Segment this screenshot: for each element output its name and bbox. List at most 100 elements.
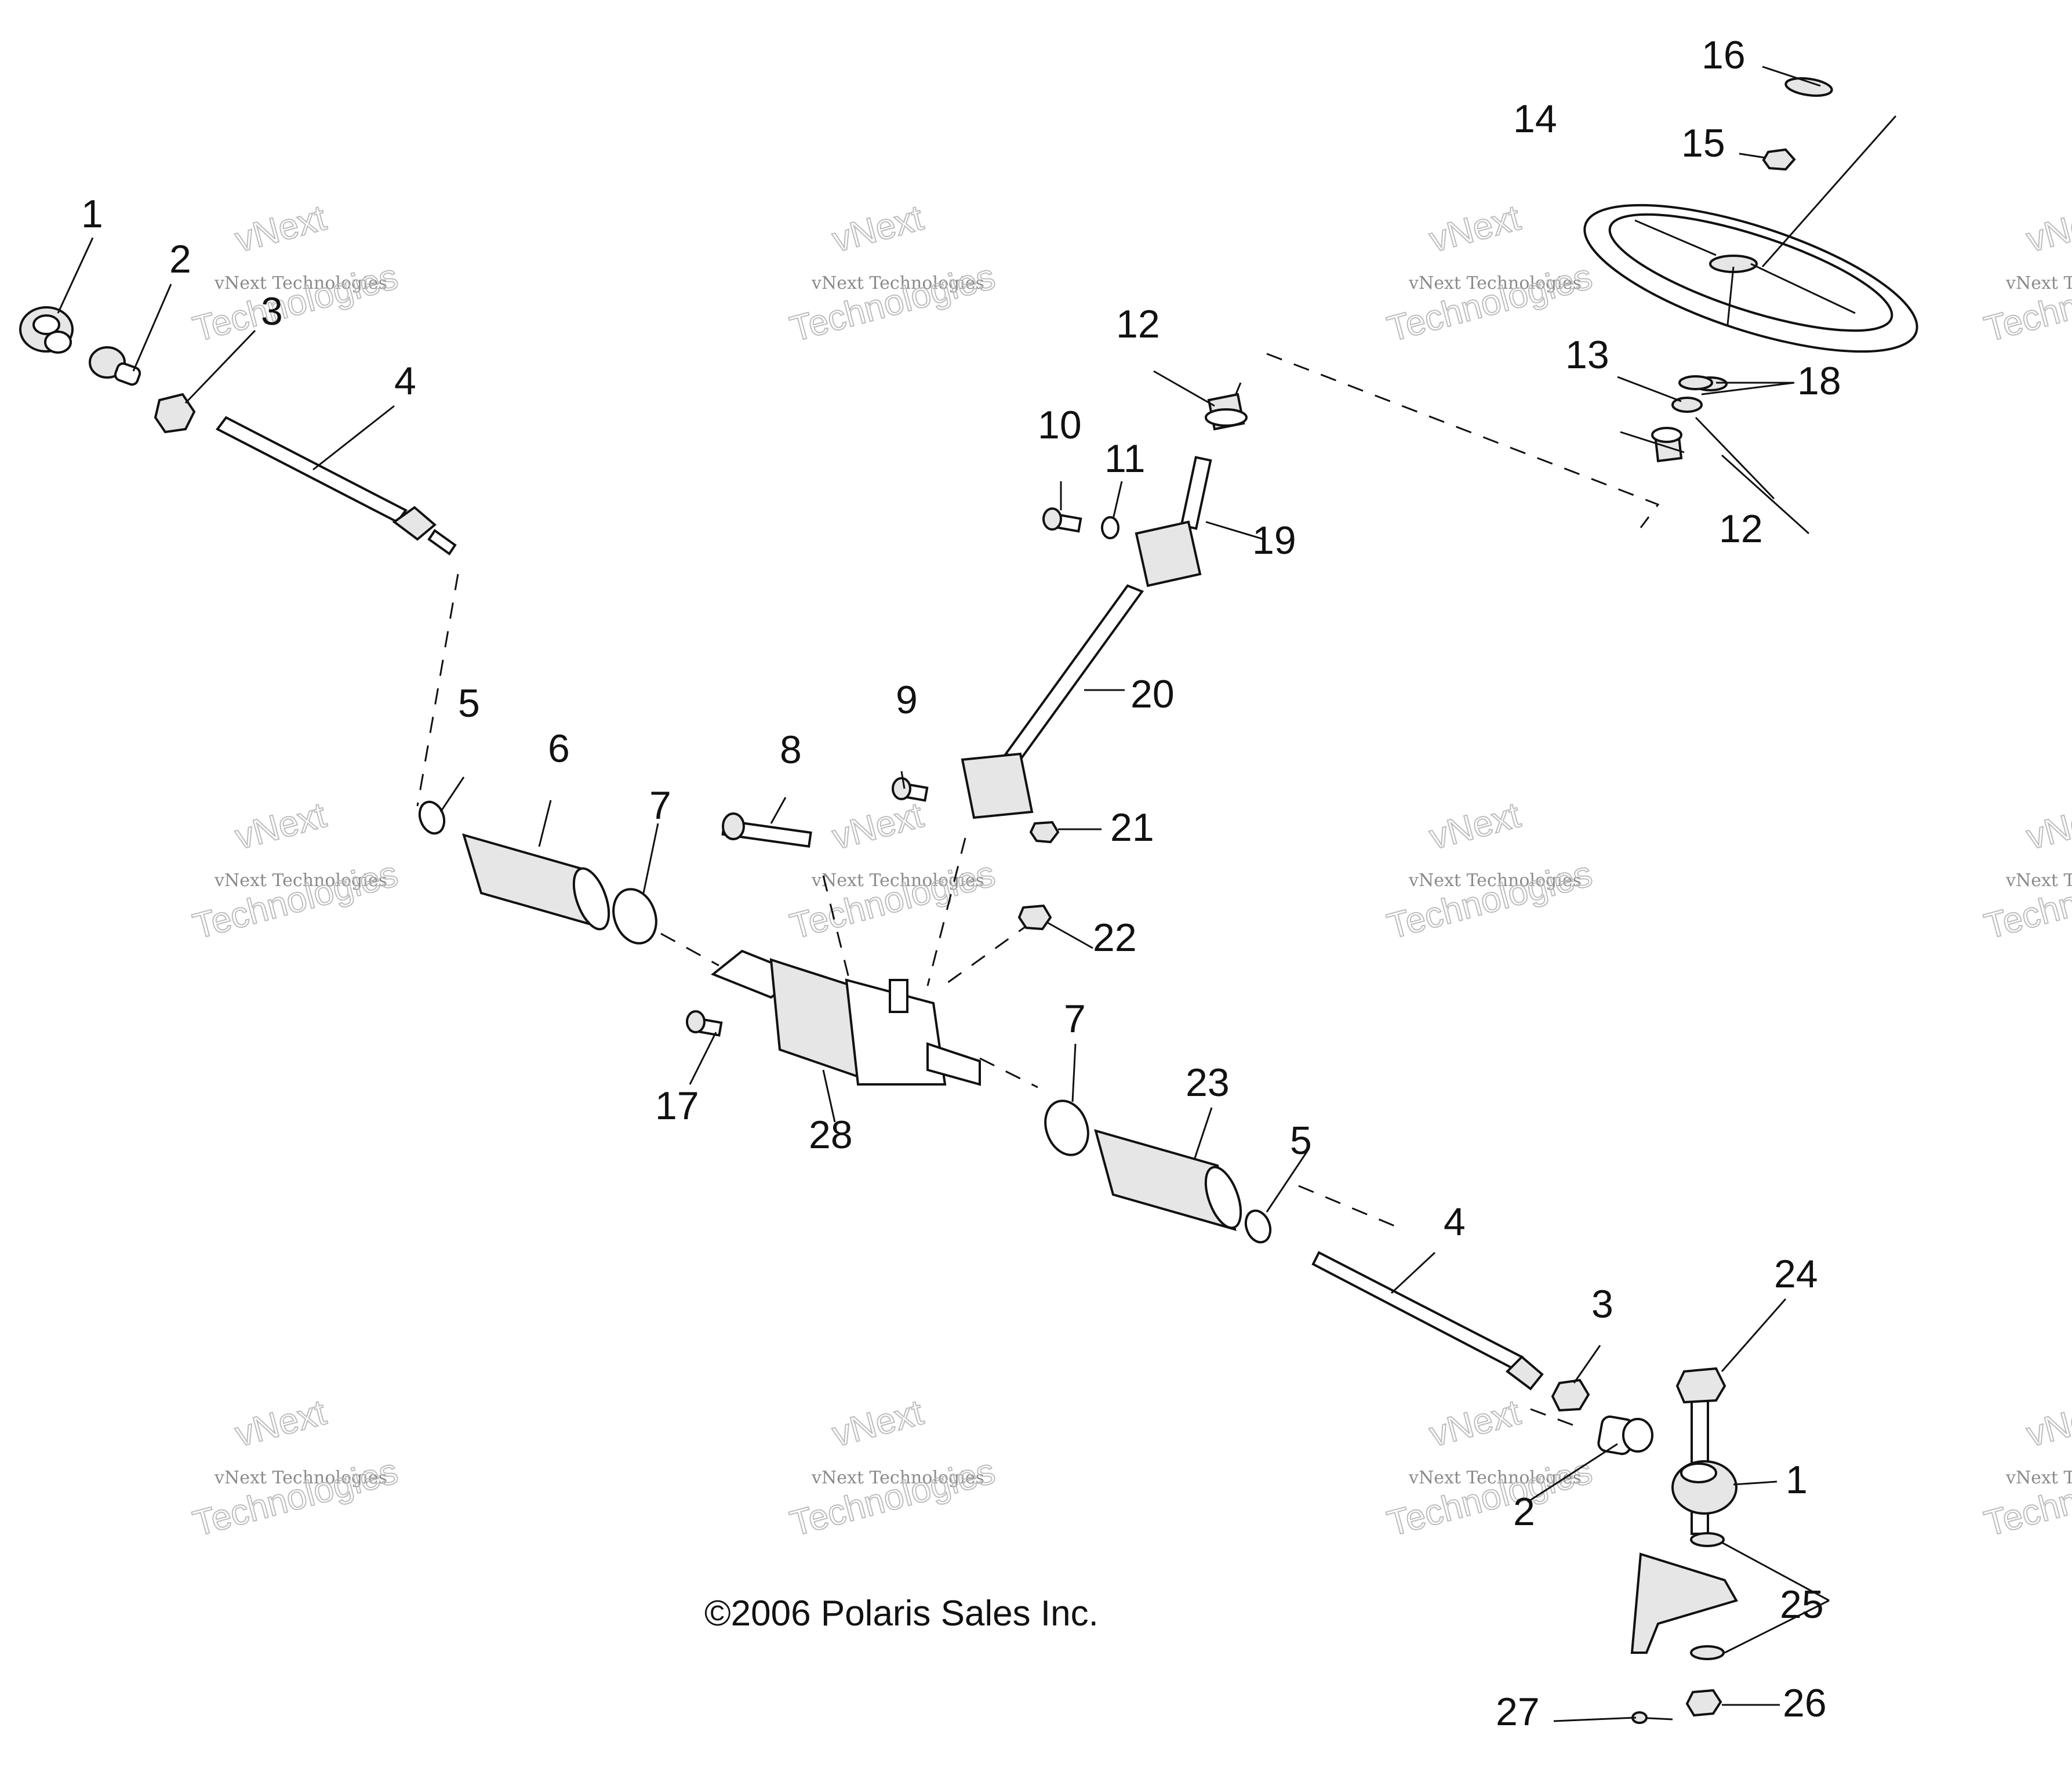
label-11: 11	[1104, 437, 1146, 481]
watermark: vNext vNext Technologies Technologies	[786, 1392, 999, 1545]
label-5-right: 5	[1290, 1119, 1312, 1163]
watermarks: vNext vNext Technologies Technologies vN…	[188, 197, 2072, 1545]
svg-text:vNext: vNext	[231, 198, 330, 260]
label-12-upper: 12	[1116, 302, 1160, 346]
part-27-cotter-pin	[1631, 1711, 1673, 1724]
part-22-nut	[1017, 904, 1052, 931]
label-22: 22	[1093, 916, 1137, 960]
label-7-left: 7	[649, 783, 671, 828]
label-3-left: 3	[261, 289, 283, 333]
part-1-right	[1671, 1460, 1737, 1515]
part-17-bolt	[686, 1010, 723, 1037]
label-18: 18	[1797, 359, 1841, 403]
watermark: vNext vNext Technologies Technologies	[1383, 1392, 1597, 1545]
svg-text:vNext: vNext	[2023, 795, 2072, 858]
part-7-right	[1044, 1099, 1089, 1156]
svg-text:Technologies: Technologies	[1980, 256, 2072, 349]
leader-lines	[57, 66, 1897, 1722]
part-9-bolt	[892, 777, 929, 802]
label-25: 25	[1780, 1583, 1824, 1627]
part-12-lower	[1651, 427, 1683, 463]
watermark: vNext vNext Technologies Technologies	[1980, 197, 2072, 350]
part-5-right	[1244, 1209, 1272, 1244]
label-9: 9	[896, 678, 918, 722]
part-2-left	[89, 346, 141, 386]
svg-text:vNext Technologies: vNext Technologies	[1408, 1468, 1582, 1488]
watermark: vNext vNext Technologies Technologies	[1383, 794, 1597, 948]
svg-text:vNext: vNext	[828, 198, 928, 260]
svg-text:Technologies: Technologies	[1383, 854, 1596, 946]
part-11-washer	[1101, 516, 1119, 539]
label-2-right: 2	[1513, 1490, 1535, 1534]
label-10: 10	[1038, 403, 1082, 447]
label-24: 24	[1774, 1252, 1818, 1296]
part-25-washers	[1630, 1532, 1738, 1660]
label-1-left: 1	[81, 192, 103, 236]
svg-text:vNext Technologies: vNext Technologies	[1408, 870, 1582, 891]
watermark: vNext vNext Technologies Technologies	[188, 1392, 402, 1545]
label-3-right: 3	[1591, 1282, 1613, 1326]
part-23-boot	[1094, 1129, 1242, 1231]
part-2-right	[1597, 1415, 1653, 1456]
svg-text:Technologies: Technologies	[1980, 1451, 2072, 1544]
part-16-cap	[1784, 77, 1833, 97]
part-15-nut	[1762, 148, 1796, 171]
part-6-boot	[462, 833, 610, 931]
svg-text:vNext: vNext	[1426, 198, 1525, 260]
svg-text:vNext: vNext	[2023, 1392, 2072, 1455]
part-20-shaft	[961, 584, 1144, 819]
svg-text:vNext Technologies: vNext Technologies	[811, 1468, 984, 1488]
svg-text:Technologies: Technologies	[189, 1451, 402, 1544]
label-23: 23	[1186, 1061, 1230, 1105]
label-13: 13	[1565, 333, 1609, 377]
label-7-right: 7	[1064, 997, 1086, 1041]
label-1-right: 1	[1786, 1458, 1808, 1502]
part-4-right	[1311, 1251, 1544, 1391]
label-20: 20	[1130, 672, 1175, 716]
label-12-lower: 12	[1719, 507, 1763, 551]
label-4-right: 4	[1444, 1200, 1466, 1244]
svg-text:vNext Technologies: vNext Technologies	[2005, 870, 2072, 891]
part-3-left	[154, 393, 196, 434]
label-16: 16	[1702, 33, 1746, 77]
part-12-upper	[1205, 393, 1248, 431]
svg-text:Technologies: Technologies	[189, 256, 402, 349]
part-26-nut	[1685, 1689, 1722, 1717]
part-28-rack	[711, 949, 981, 1086]
label-6: 6	[548, 727, 570, 771]
svg-text:vNext Technologies: vNext Technologies	[811, 273, 984, 293]
label-19: 19	[1252, 518, 1296, 562]
label-14: 14	[1513, 97, 1557, 141]
copyright-notice: ©2006 Polaris Sales Inc.	[704, 1594, 1099, 1634]
watermark: vNext vNext Technologies Technologies	[786, 197, 999, 350]
svg-text:vNext: vNext	[1426, 1392, 1525, 1455]
svg-text:Technologies: Technologies	[1980, 854, 2072, 946]
part-19-upper-u-joint	[1135, 456, 1212, 587]
svg-text:vNext Technologies: vNext Technologies	[1408, 273, 1582, 293]
part-10-bolt	[1042, 507, 1082, 533]
svg-text:Technologies: Technologies	[786, 256, 999, 349]
part-labels: 1 2 3 4 5 6 7 8 9 10 11 12 12 13 14 15 1…	[81, 33, 1841, 1734]
svg-text:vNext: vNext	[1426, 795, 1525, 858]
watermark: vNext vNext Technologies Technologies	[1980, 1392, 2072, 1545]
svg-text:vNext: vNext	[231, 795, 330, 858]
part-1-left	[19, 306, 74, 354]
label-8: 8	[780, 728, 802, 772]
svg-text:Technologies: Technologies	[189, 854, 402, 946]
watermark: vNext vNext Technologies Technologies	[786, 794, 999, 948]
svg-text:Technologies: Technologies	[1383, 256, 1596, 349]
part-8-bolt	[721, 812, 812, 848]
label-2-left: 2	[169, 237, 191, 281]
parts	[19, 77, 1918, 1724]
svg-text:Technologies: Technologies	[786, 854, 999, 946]
part-7-left	[612, 888, 657, 945]
part-14-steering-wheel	[1583, 204, 1918, 353]
svg-text:Technologies: Technologies	[786, 1451, 999, 1544]
svg-text:vNext Technologies: vNext Technologies	[214, 1468, 387, 1488]
svg-text:vNext Technologies: vNext Technologies	[2005, 1468, 2072, 1488]
part-3-right	[1551, 1378, 1590, 1412]
svg-text:Technologies: Technologies	[1383, 1451, 1596, 1544]
svg-text:vNext: vNext	[231, 1392, 330, 1455]
watermark: vNext vNext Technologies Technologies	[188, 794, 402, 948]
